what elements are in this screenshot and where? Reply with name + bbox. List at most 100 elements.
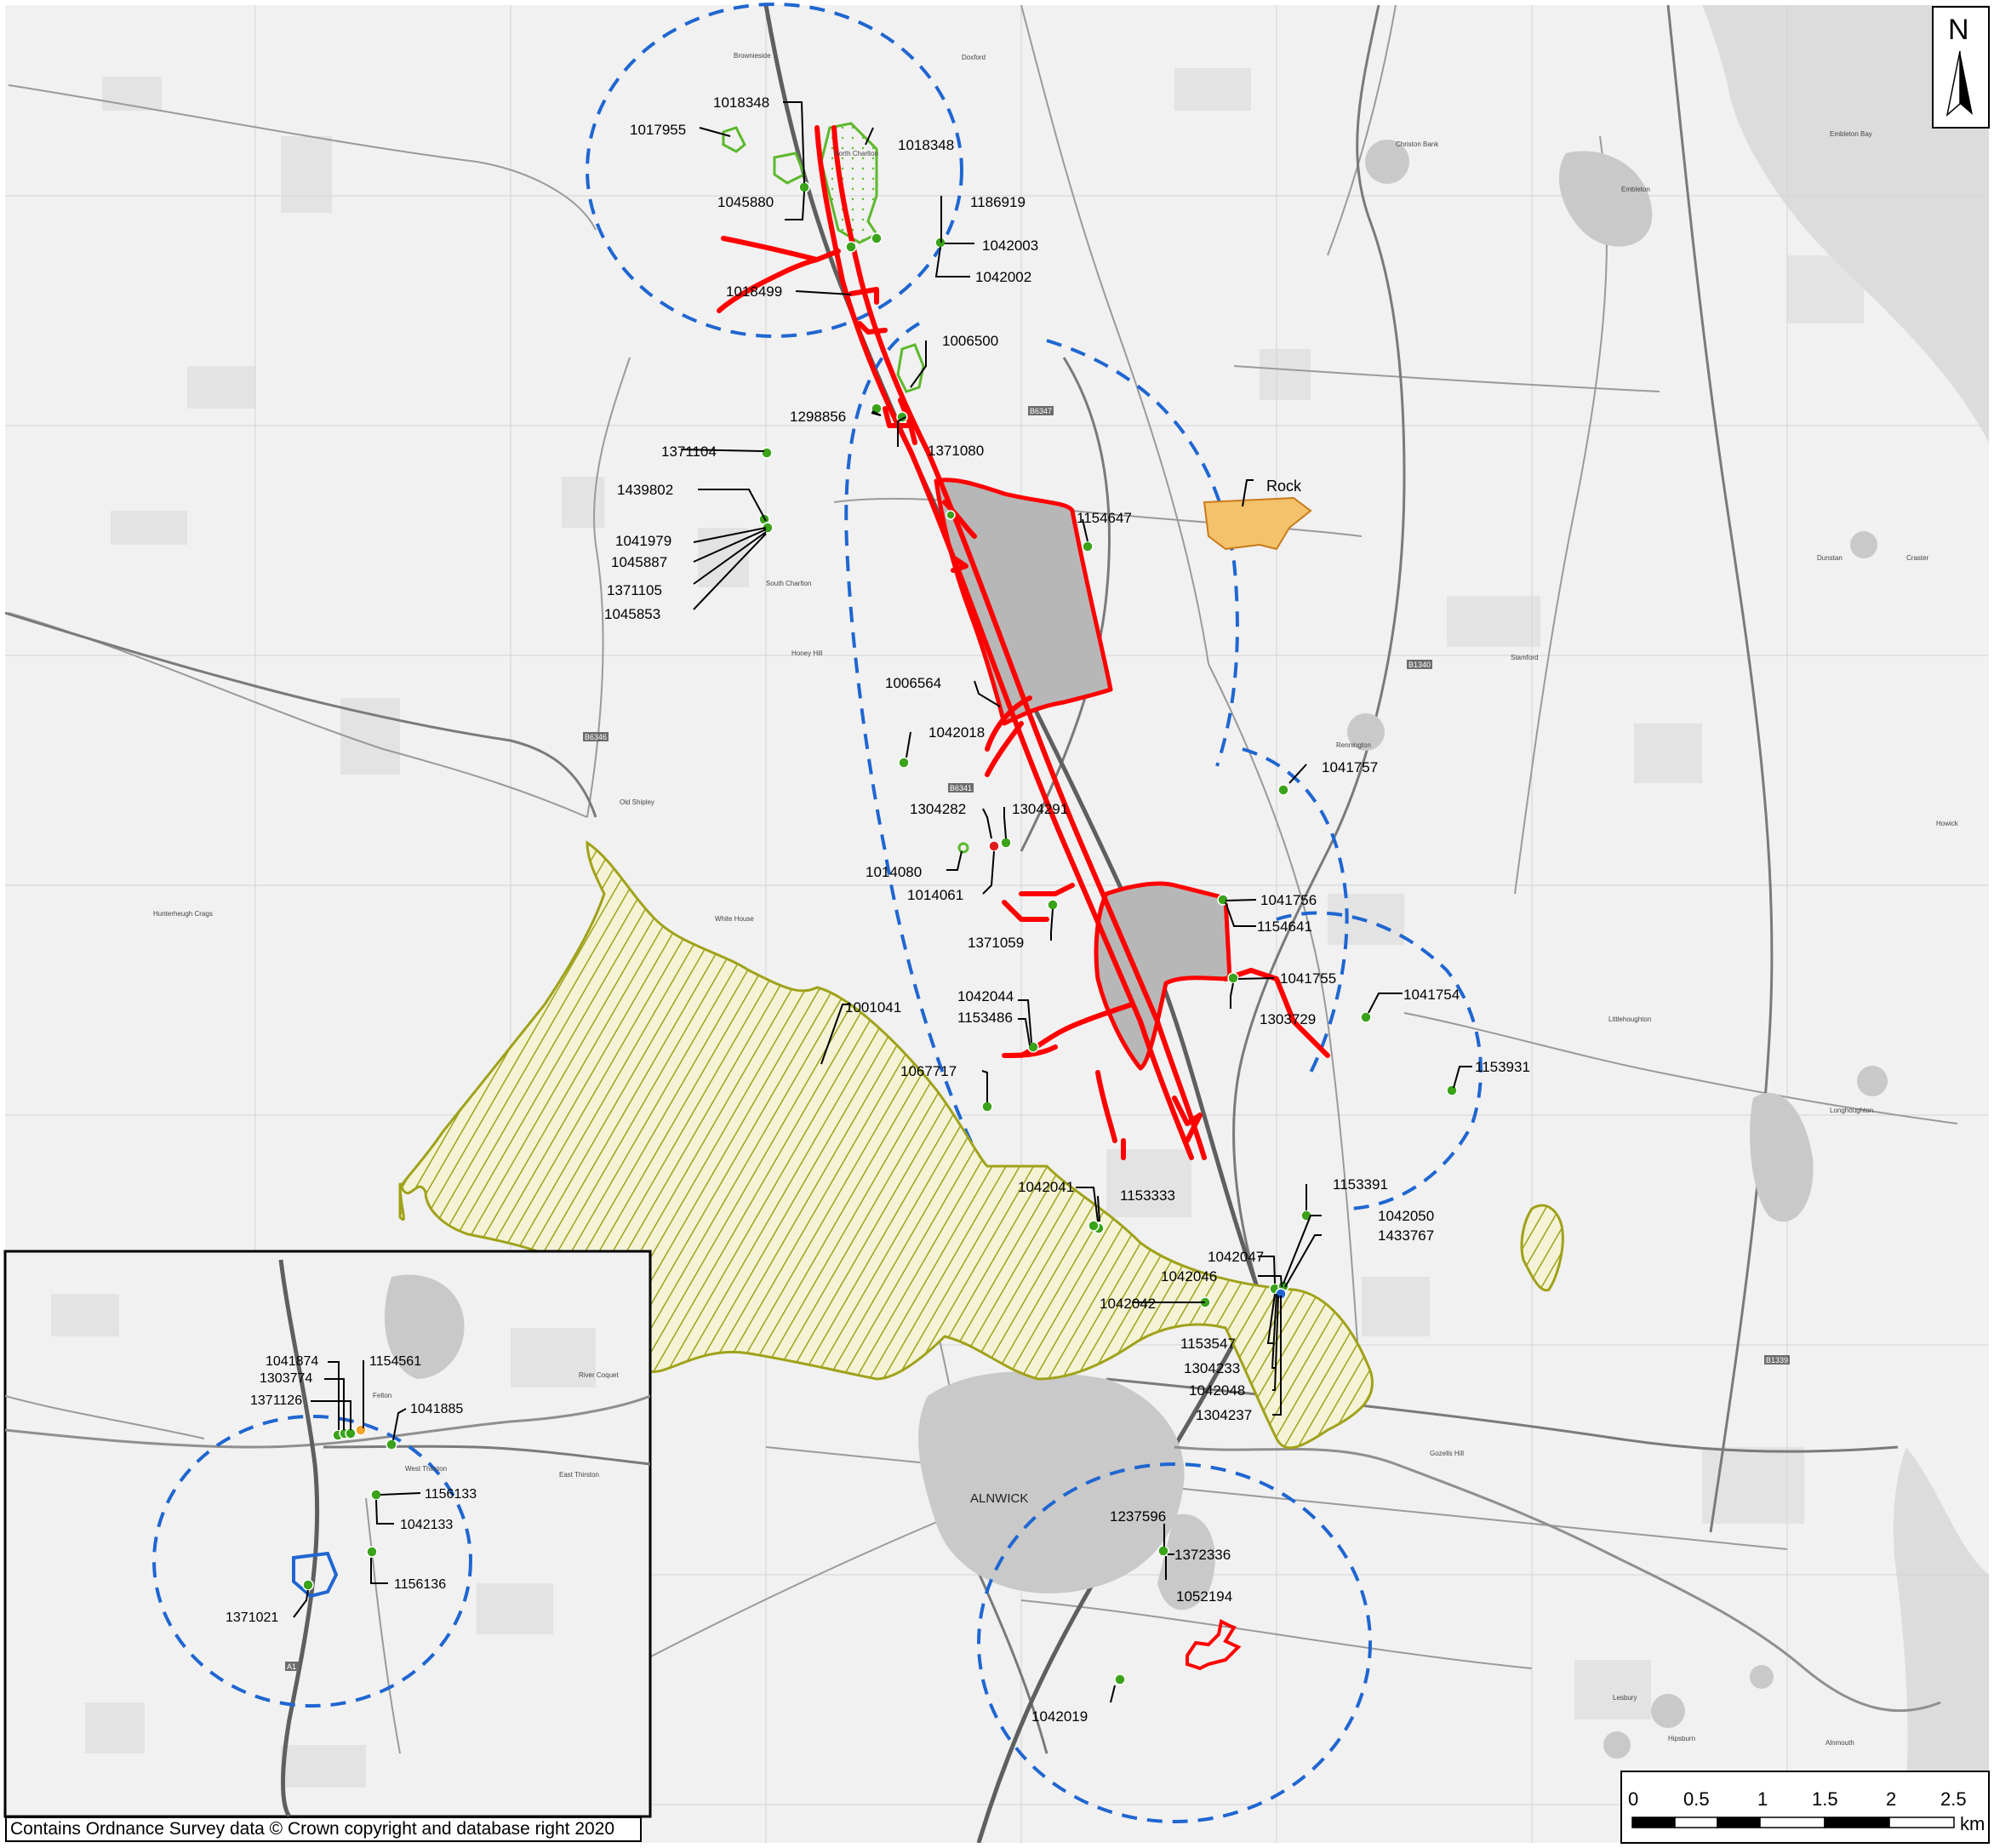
label-1303729: 1303729: [1260, 1011, 1316, 1027]
inset-place-felton: Felton: [373, 1392, 391, 1399]
label-1041756: 1041756: [1260, 892, 1317, 908]
svg-text:B1340: B1340: [1408, 661, 1431, 669]
label-1041755: 1041755: [1280, 970, 1336, 987]
study-area-circle-central-west-arc: [844, 322, 980, 1159]
monument-1014080: [957, 842, 969, 854]
label-1045887: 1045887: [611, 554, 667, 570]
monument-1018348b: [773, 152, 806, 185]
road-shield-b1339: B1339: [1764, 1355, 1790, 1365]
inset-scheme-area: [292, 1551, 339, 1599]
label-1042047: 1042047: [1208, 1249, 1264, 1265]
place-embleton-bay: Embleton Bay: [1830, 130, 1872, 138]
label-1153931: 1153931: [1475, 1059, 1530, 1075]
label-1018348: 1018348: [713, 94, 769, 111]
label-1439802: 1439802: [617, 482, 673, 498]
inset-place-east-thirston: East Thirston: [559, 1471, 599, 1479]
inset-label-1303774: 1303774: [260, 1371, 312, 1386]
monument-1017955: [722, 126, 746, 153]
place-hipsburn: Hipsburn: [1668, 1735, 1695, 1742]
place-alnmouth: Alnmouth: [1825, 1739, 1854, 1747]
inset-label-1042133: 1042133: [400, 1518, 453, 1532]
registered-park-small: [1520, 1204, 1564, 1292]
label-1298856: 1298856: [790, 409, 846, 425]
place-rock: Rock: [1266, 478, 1302, 495]
leader-lines: [680, 101, 1472, 1703]
place-names: Rock ALNWICK Embleton Christon Bank Stam…: [153, 52, 1959, 1747]
label-1371105: 1371105: [607, 582, 662, 598]
road-shield-b6346: B6346: [583, 732, 608, 741]
scale-tick-15: 1.5: [1812, 1788, 1838, 1810]
listed-building-point-red: [988, 840, 1000, 852]
label-1018348: 1018348: [898, 137, 954, 153]
label-1052194: 1052194: [1176, 1588, 1232, 1605]
label-1042048: 1042048: [1189, 1382, 1245, 1399]
place-doxford: Doxford: [962, 54, 986, 61]
svg-text:B6341: B6341: [950, 784, 972, 792]
place-white-house: White House: [715, 915, 754, 923]
study-area-circle-north: [586, 3, 963, 338]
road-shield-b6347: B6347: [1028, 406, 1054, 415]
place-christon-bank: Christon Bank: [1396, 140, 1439, 148]
label-1001041: 1001041: [845, 999, 901, 1016]
label-1042042: 1042042: [1100, 1296, 1156, 1312]
label-1154647: 1154647: [1077, 510, 1132, 526]
place-embleton: Embleton: [1621, 186, 1650, 193]
label-1042046: 1042046: [1161, 1268, 1217, 1284]
place-rennington: Rennington: [1336, 741, 1371, 749]
scheme-boundary-south: [1186, 1619, 1242, 1671]
scale-tick-05: 0.5: [1683, 1788, 1710, 1810]
scale-bar: 0 0.5 1 1.5 2 2.5 km: [1620, 1771, 1990, 1844]
label-1045853: 1045853: [604, 606, 660, 622]
scale-tick-2: 2: [1886, 1788, 1896, 1810]
label-1042044: 1042044: [957, 988, 1014, 1004]
north-arrow: N: [1932, 6, 1990, 129]
label-1371059: 1371059: [968, 935, 1024, 951]
inset-label-1041874: 1041874: [266, 1354, 318, 1369]
label-1018499: 1018499: [726, 283, 782, 300]
road-shield-b6341: B6341: [948, 783, 974, 792]
inset-label-1371126: 1371126: [250, 1393, 302, 1408]
label-1045880: 1045880: [717, 194, 774, 210]
inset-label-1041885: 1041885: [410, 1402, 463, 1416]
label-1433767: 1433767: [1378, 1227, 1434, 1244]
scale-tick-0: 0: [1628, 1788, 1638, 1810]
place-old-shipley: Old Shipley: [620, 798, 654, 806]
label-1304237: 1304237: [1196, 1407, 1252, 1423]
label-1017955: 1017955: [630, 122, 686, 138]
label-1042002: 1042002: [975, 269, 1031, 285]
copyright-notice: Contains Ordnance Survey data © Crown co…: [5, 1817, 642, 1842]
place-gozells-hill: Gozells Hill: [1430, 1450, 1464, 1457]
label-1304282: 1304282: [910, 801, 966, 817]
place-south-charlton: South Charlton: [766, 580, 811, 587]
inset-label-1156136: 1156136: [394, 1577, 446, 1592]
label-1304291: 1304291: [1012, 801, 1068, 817]
place-howick: Howick: [1936, 820, 1959, 827]
place-stamford: Stamford: [1511, 654, 1538, 661]
label-1042041: 1042041: [1018, 1179, 1074, 1195]
inset-label-1156133: 1156133: [425, 1487, 477, 1502]
label-1371104: 1371104: [661, 443, 717, 460]
inset-road-shield-a1: A1: [285, 1662, 299, 1671]
label-1006564: 1006564: [885, 675, 941, 691]
inset-map: 1041874 1154561 1303774 1371126 1041885 …: [3, 1250, 652, 1818]
study-area-circle-south: [977, 1462, 1372, 1823]
inset-label-1154561: 1154561: [369, 1354, 421, 1369]
place-littlehoughton: Littlehoughton: [1608, 1016, 1651, 1023]
svg-text:B6346: B6346: [585, 733, 607, 741]
compound-areas: [934, 478, 1232, 1071]
label-1153333: 1153333: [1120, 1187, 1175, 1204]
label-1041757: 1041757: [1322, 759, 1378, 775]
label-1237596: 1237596: [1110, 1508, 1166, 1525]
study-area-circle-central: [1242, 747, 1349, 1073]
label-1153547: 1153547: [1180, 1336, 1236, 1352]
monument-1006500: [896, 343, 925, 393]
place-brownieside: Brownieside: [734, 52, 771, 60]
inset-study-area-circle: [152, 1415, 472, 1708]
svg-text:A1: A1: [287, 1662, 296, 1671]
place-north-charlton: North Charlton: [834, 150, 878, 157]
label-1014061: 1014061: [907, 887, 963, 903]
inset-place-west-thirston: West Thirston: [405, 1465, 447, 1473]
place-lesbury: Lesbury: [1613, 1694, 1637, 1702]
inset-label-1371021: 1371021: [226, 1611, 278, 1625]
